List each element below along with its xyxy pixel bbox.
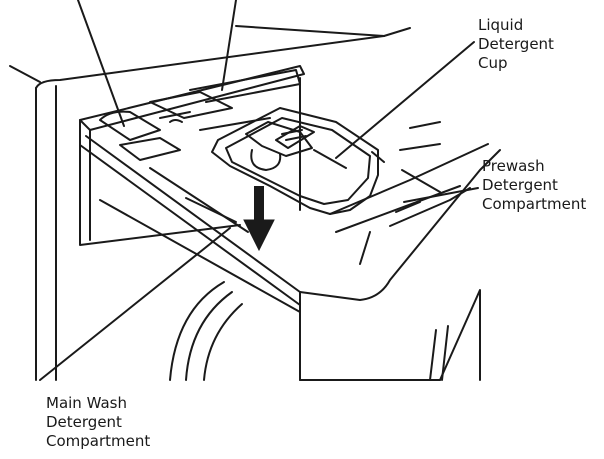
label-line: Detergent (46, 413, 150, 432)
leader-prewash (404, 188, 478, 202)
leader-top-middle (222, 0, 236, 90)
washer-cabinet (10, 26, 410, 380)
label-line: Detergent (478, 35, 554, 54)
label-main-wash-compartment: Main Wash Detergent Compartment (46, 394, 150, 451)
label-line: Main Wash (46, 394, 150, 413)
down-arrow-icon (244, 186, 274, 250)
leader-main-wash (40, 228, 230, 380)
label-line: Compartment (482, 195, 586, 214)
washer-drum (170, 282, 448, 380)
label-liquid-detergent-cup: Liquid Detergent Cup (478, 16, 554, 73)
leader-top-left (78, 0, 124, 126)
label-line: Detergent (482, 176, 586, 195)
label-line: Prewash (482, 157, 586, 176)
label-prewash-compartment: Prewash Detergent Compartment (482, 157, 586, 214)
washer-front (300, 122, 500, 380)
leader-liquid-cup (336, 42, 474, 158)
label-line: Compartment (46, 432, 150, 451)
dispenser-drawer (80, 66, 304, 312)
label-line: Liquid (478, 16, 554, 35)
label-line: Cup (478, 54, 554, 73)
